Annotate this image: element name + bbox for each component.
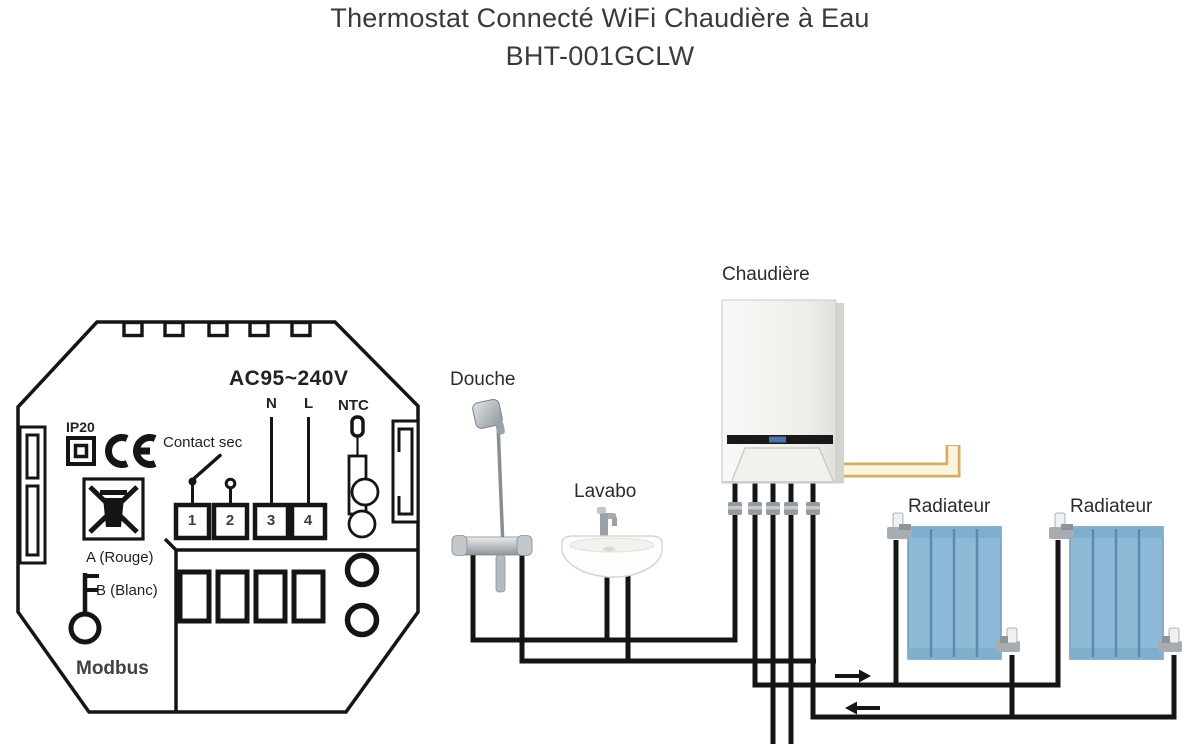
boiler-valves (728, 502, 820, 515)
terminal-4-number: 4 (303, 512, 313, 529)
ntc-sensor-symbol (347, 415, 380, 539)
mounting-notches (122, 320, 312, 338)
model-number: BHT-001GCLW (505, 41, 695, 71)
bus-b-label: B (Blanc) (96, 582, 158, 599)
radiator-left (887, 512, 1020, 660)
hot-water-pipe-run (470, 478, 738, 643)
shower-label: Douche (450, 369, 516, 390)
boiler-unit (721, 299, 844, 484)
modbus-connector-symbol (68, 573, 102, 645)
live-label: L (304, 395, 314, 412)
panel-divider (163, 537, 418, 552)
ip20-symbol (66, 436, 96, 466)
terminal-2-number: 2 (225, 512, 235, 529)
radiator-right-label: Radiateur (1070, 496, 1153, 517)
cold-water-pipe-run (519, 552, 816, 664)
terminal-3-number: 3 (266, 512, 276, 529)
installation-diagram (451, 299, 1182, 744)
shower-head-icon (472, 398, 505, 435)
shower-bar (496, 423, 505, 549)
page-title-block: Thermostat Connecté WiFi Chaudière à Eau… (0, 3, 1200, 72)
terminal-4-box (289, 502, 328, 541)
modbus-label: Modbus (76, 658, 149, 679)
radiator-outlet-valve (1158, 627, 1182, 652)
control-cable (830, 445, 961, 478)
flow-arrow-right (835, 669, 871, 683)
sink-unit (561, 507, 663, 578)
weee-icon (82, 477, 145, 541)
heating-supply-pipe (752, 478, 1061, 688)
radiator-right (1049, 512, 1182, 660)
radiator-inlet-valve (887, 512, 912, 539)
screw-hole-top (344, 552, 380, 588)
page-title: Thermostat Connecté WiFi Chaudière à Eau (330, 3, 870, 33)
terminal-block-openings (177, 569, 326, 624)
terminal-1-number: 1 (187, 512, 197, 529)
voltage-label: AC95~240V (229, 367, 349, 390)
screw-hole-bottom (344, 602, 380, 638)
sink-label: Lavabo (574, 481, 637, 502)
dry-contact-switch-symbol (188, 453, 237, 505)
faucet-icon (597, 507, 617, 536)
radiator-outlet-valve (996, 627, 1020, 652)
shower-unit (451, 398, 533, 593)
right-mount-slot (391, 419, 420, 524)
ce-mark-icon (105, 434, 157, 468)
thermostat-diagram (16, 320, 420, 714)
heating-return-pipe (810, 478, 1177, 720)
terminal-3-box (252, 502, 291, 541)
bus-a-label: A (Rouge) (86, 549, 154, 566)
terminal-2-box (211, 502, 250, 541)
boiler-label: Chaudière (722, 264, 810, 285)
flow-arrow-left (845, 701, 880, 715)
ip20-label: IP20 (66, 419, 95, 435)
boiler-logo (769, 436, 786, 443)
radiator-left-label: Radiateur (908, 496, 991, 517)
radiator-inlet-valve (1049, 512, 1074, 539)
contact-sec-label: Contact sec (163, 434, 243, 451)
ntc-label: NTC (338, 397, 369, 414)
terminal-1-box (173, 502, 212, 541)
left-mount-slot (18, 425, 47, 565)
neutral-label: N (266, 395, 277, 412)
